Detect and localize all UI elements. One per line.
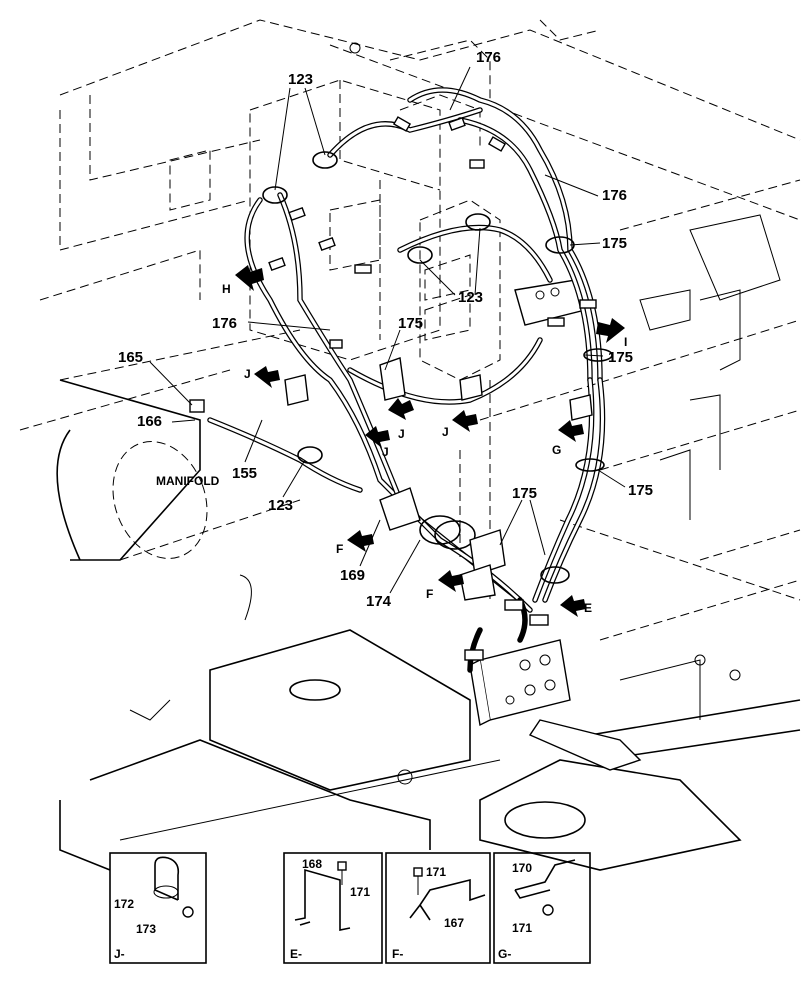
part-label-123-mid: 123 bbox=[458, 289, 483, 306]
part-label-155: 155 bbox=[232, 465, 257, 482]
detail-f-part-171: 171 bbox=[426, 865, 446, 879]
view-letter-f-left: F bbox=[336, 542, 343, 556]
view-letter-h: H bbox=[222, 282, 231, 296]
view-arrow-j-center bbox=[388, 398, 414, 420]
detail-box-e: 168 171 E- bbox=[283, 852, 383, 964]
hose-routing bbox=[207, 87, 606, 673]
hose-clamps bbox=[262, 151, 613, 601]
view-arrow-f-left bbox=[347, 530, 374, 552]
view-arrow-j-right bbox=[452, 410, 478, 432]
detail-e-view: E- bbox=[290, 947, 302, 961]
frame-outline bbox=[19, 19, 801, 641]
lower-frame bbox=[56, 42, 801, 871]
view-arrow-h bbox=[235, 265, 264, 291]
hose-fittings bbox=[189, 116, 597, 661]
view-letter-g: G bbox=[552, 443, 561, 457]
part-label-176-left: 176 bbox=[212, 315, 237, 332]
part-label-175-right-low: 175 bbox=[628, 482, 653, 499]
leader-lines bbox=[149, 66, 626, 594]
view-letter-f-lower: F bbox=[426, 587, 433, 601]
detail-box-j: 172 173 J- bbox=[109, 852, 207, 964]
view-letter-j-lower: J bbox=[382, 445, 389, 459]
detail-f-view: F- bbox=[392, 947, 403, 961]
view-arrow-e bbox=[560, 595, 586, 617]
view-letter-j-left: J bbox=[244, 367, 251, 381]
part-label-169: 169 bbox=[340, 567, 365, 584]
part-label-123-top: 123 bbox=[288, 71, 313, 88]
manifold-callout: MANIFOLD bbox=[156, 474, 220, 488]
part-label-175-lower: 175 bbox=[512, 485, 537, 502]
detail-j-view: J- bbox=[114, 947, 125, 961]
detail-e-part-168: 168 bbox=[302, 857, 322, 871]
detail-g-view: G- bbox=[498, 947, 511, 961]
part-number-labels: 123 176 176 175 123 176 175 165 175 166 … bbox=[118, 49, 653, 610]
view-letter-i: I bbox=[624, 335, 627, 349]
view-letter-e: E bbox=[584, 601, 592, 615]
view-arrow-i bbox=[596, 318, 625, 343]
view-arrow-j-left bbox=[254, 366, 280, 388]
part-label-166: 166 bbox=[137, 413, 162, 430]
view-letter-j-right: J bbox=[442, 425, 449, 439]
part-label-123-bottom: 123 bbox=[268, 497, 293, 514]
view-letters: H I J J J J G F F E bbox=[222, 282, 627, 615]
part-label-176-top: 176 bbox=[476, 49, 501, 66]
detail-g-part-171: 171 bbox=[512, 921, 532, 935]
view-arrows bbox=[235, 265, 625, 617]
detail-j-part-172: 172 bbox=[114, 897, 134, 911]
view-arrow-f-lower bbox=[438, 570, 464, 592]
detail-f-part-167: 167 bbox=[444, 916, 464, 930]
detail-box-g: 170 171 G- bbox=[493, 852, 591, 964]
part-label-174: 174 bbox=[366, 593, 392, 610]
view-letter-j-center: J bbox=[398, 427, 405, 441]
part-label-175-right-top: 175 bbox=[602, 235, 627, 252]
detail-box-f: 171 167 F- bbox=[385, 852, 491, 964]
valve-block-lower bbox=[469, 639, 642, 771]
detail-g-part-170: 170 bbox=[512, 861, 532, 875]
pump-block-outline bbox=[169, 39, 501, 381]
part-label-175-right-mid: 175 bbox=[608, 349, 633, 366]
view-arrow-g bbox=[558, 420, 584, 442]
detail-e-part-171: 171 bbox=[350, 885, 370, 899]
detail-j-part-173: 173 bbox=[136, 922, 156, 936]
view-arrow-j-lower bbox=[365, 426, 390, 448]
part-label-175-center: 175 bbox=[398, 315, 423, 332]
part-label-176-right: 176 bbox=[602, 187, 627, 204]
part-label-165: 165 bbox=[118, 349, 143, 366]
